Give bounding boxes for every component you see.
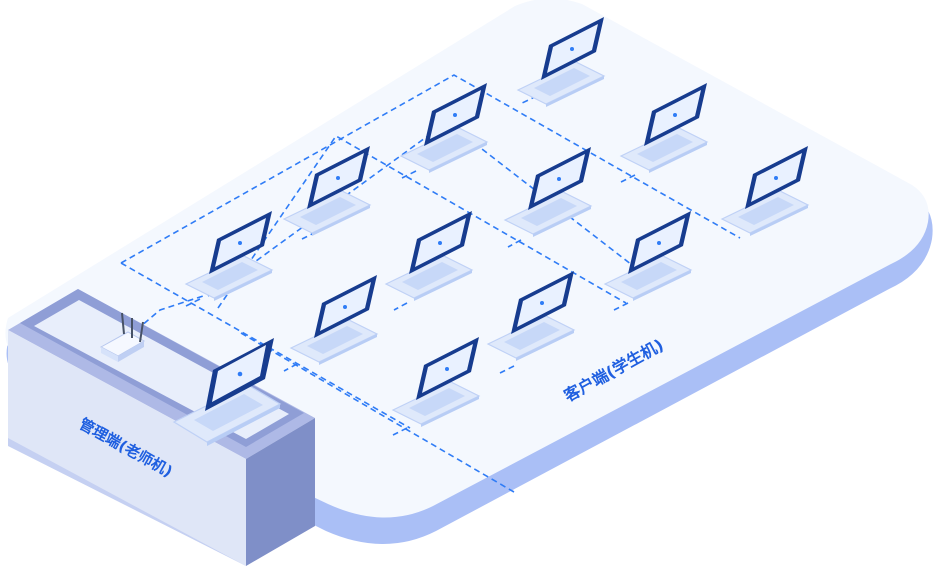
student-laptop-icon <box>503 147 593 237</box>
connection-row-4 <box>120 262 411 429</box>
drop-8 <box>620 174 636 183</box>
student-laptop-icon <box>391 337 481 427</box>
drop-9 <box>613 302 629 311</box>
student-laptops <box>184 17 810 427</box>
student-laptop-icon <box>282 146 372 236</box>
router-icon <box>99 312 146 362</box>
drop-10 <box>499 365 515 374</box>
student-laptop-icon <box>384 211 474 301</box>
connection-top-row <box>120 74 741 264</box>
student-laptop-icon <box>184 211 274 301</box>
desk-front <box>8 330 246 566</box>
drop-4 <box>185 298 201 307</box>
connection-row-5 <box>240 332 515 493</box>
student-laptop-icon <box>516 17 606 107</box>
student-laptop-icon <box>289 275 379 365</box>
connection-row-3 <box>217 134 627 309</box>
drop-5 <box>507 239 522 248</box>
drop-6 <box>393 302 408 311</box>
drop-7 <box>283 363 298 372</box>
student-laptop-icon <box>619 83 709 173</box>
network-connections <box>120 74 741 493</box>
connection-router <box>120 295 204 344</box>
student-laptop-icon <box>720 146 810 236</box>
teacher-laptop-icon <box>172 338 282 446</box>
student-laptop-icon <box>603 211 693 301</box>
drop-11 <box>392 427 408 436</box>
student-laptop-icon <box>399 83 489 173</box>
desk-side <box>246 418 315 566</box>
teacher-station <box>8 289 315 566</box>
drop-2 <box>401 170 417 179</box>
student-laptop-icon <box>486 271 576 361</box>
